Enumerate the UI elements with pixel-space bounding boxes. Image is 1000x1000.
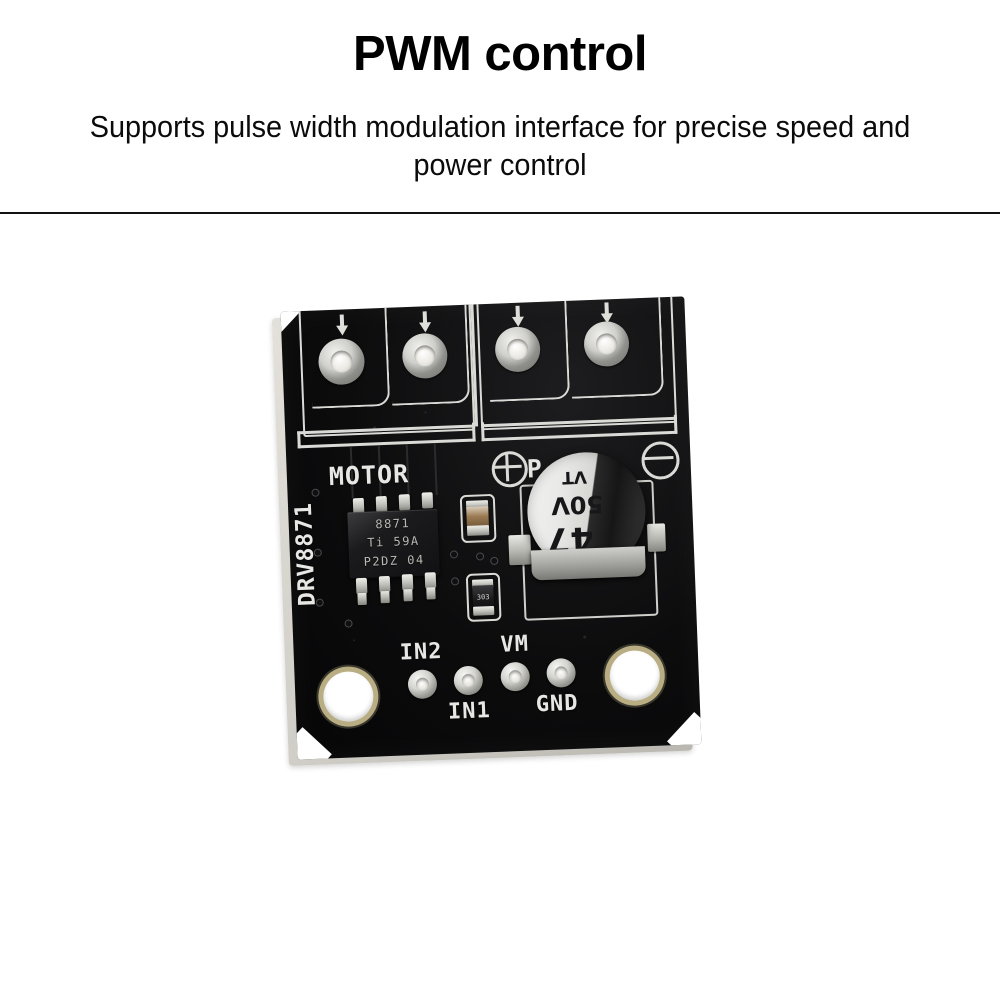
trace-4 (433, 443, 438, 496)
page-title: PWM control (353, 27, 647, 81)
pin-label-vm: VM (500, 631, 530, 658)
ic-solder-fillet-3 (403, 589, 413, 602)
silk-rail-far-right-cap (673, 414, 678, 434)
capacitor-skirt (530, 546, 646, 581)
via-1 (311, 488, 320, 497)
pin-label-gnd: GND (535, 690, 580, 718)
capacitor-lead-left (508, 534, 532, 566)
ic-marking-line2: Ti 59A (367, 533, 420, 550)
ic-solder-fillet-2 (380, 590, 390, 604)
silk-rail-left-cap (297, 431, 301, 449)
ic-pad-bottom-3 (401, 574, 414, 591)
via-4 (344, 619, 353, 628)
header-pin-gnd (546, 657, 577, 688)
via-5 (449, 550, 459, 559)
product-photo-stage: MOTOR P DRV8871 8871 Ti 59A P2DZ (0, 214, 1000, 1000)
surface-speck-3 (583, 635, 587, 639)
surface-speck-4 (353, 639, 356, 642)
ic-pad-bottom-1 (355, 577, 368, 595)
polarity-plus-icon (491, 450, 529, 488)
header-section: PWM control Supports pulse width modulat… (0, 0, 1000, 214)
driver-ic-drv8871: 8871 Ti 59A P2DZ 04 (347, 509, 440, 579)
ic-pad-top-2 (375, 495, 388, 513)
via-6 (450, 577, 460, 586)
header-divider (0, 212, 1000, 215)
ic-marking-line1: 8871 (375, 516, 411, 532)
header-pin-in2 (407, 669, 438, 700)
page-subtitle: Supports pulse width modulation interfac… (89, 109, 911, 182)
capacitor-lead-right (646, 523, 667, 552)
silk-rail-left-lower (297, 438, 476, 449)
silk-outline-resistor-1 (459, 493, 497, 544)
mounting-hole-bottom-left (322, 670, 375, 723)
silk-outline-resistor-2 (465, 572, 502, 622)
pcb-module: MOTOR P DRV8871 8871 Ti 59A P2DZ (271, 296, 702, 766)
silk-label-motor: MOTOR (328, 459, 410, 492)
ic-pad-top-3 (398, 494, 411, 511)
via-2 (313, 548, 322, 557)
ic-pad-bottom-2 (378, 575, 391, 593)
ic-marking-line3: P2DZ 04 (363, 552, 425, 569)
header-pin-in1 (453, 665, 484, 696)
silk-rail-right-lower (481, 430, 678, 442)
pcb-corner-chamfer-bottom-right (667, 712, 702, 760)
capacitor-voltage: 50V (550, 489, 604, 520)
header-pin-vm (500, 661, 531, 692)
ic-pad-top-4 (421, 492, 434, 509)
mounting-hole-bottom-right (608, 649, 661, 702)
via-3 (315, 598, 324, 607)
pin-label-in1: IN1 (447, 698, 492, 725)
polarity-minus-icon (640, 440, 681, 481)
pin-label-in2: IN2 (399, 638, 443, 666)
ic-solder-fillet-4 (426, 587, 436, 600)
pcb-solder-mask: MOTOR P DRV8871 8871 Ti 59A P2DZ (280, 296, 702, 760)
via-7 (475, 552, 485, 561)
ic-pad-bottom-4 (424, 572, 437, 589)
capacitor-brand: VT (561, 466, 588, 488)
ic-solder-fillet-1 (357, 592, 367, 606)
via-8 (490, 556, 499, 566)
surface-speck-2 (424, 411, 427, 414)
